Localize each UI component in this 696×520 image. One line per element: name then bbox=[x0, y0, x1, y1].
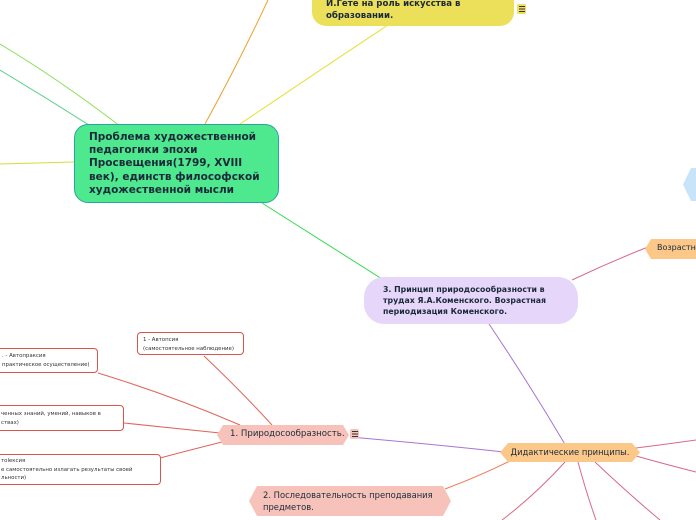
goethe-node[interactable]: И.Гете на роль искусства в образовании. bbox=[312, 0, 514, 26]
knowledge-line-1: ченных знаний, умений, навыков в bbox=[1, 411, 101, 417]
connector-nature-knowledge bbox=[123, 422, 221, 434]
central-topic-node[interactable]: Проблема художественной педагогики эпохи… bbox=[74, 124, 279, 203]
menu-icon[interactable] bbox=[517, 4, 526, 14]
connector-didactic-right2 bbox=[635, 455, 696, 473]
autopsy-line-1: 1 - Автопсия bbox=[143, 337, 179, 343]
knowledge-box[interactable]: ченных знаний, умений, навыков в ствах) bbox=[0, 405, 124, 431]
connector-didactic-down3 bbox=[594, 461, 661, 520]
nature-conformity-node[interactable]: 1. Природосообразность. bbox=[217, 425, 349, 445]
knowledge-line-2: ствах) bbox=[1, 419, 19, 426]
autopraxia-line-2: практическое осуществление) bbox=[2, 361, 90, 368]
sequence-node[interactable]: 2. Последовательность преподавания предм… bbox=[249, 486, 451, 516]
connector-didactic-right1 bbox=[635, 439, 696, 449]
connector-didactic-nature bbox=[349, 436, 505, 453]
connector-central-left-bottom bbox=[0, 161, 75, 165]
connector-nature-autolexia bbox=[159, 441, 223, 459]
age-periodization-node[interactable]: Возрастн bbox=[645, 239, 696, 259]
menu-icon[interactable] bbox=[350, 429, 359, 439]
connector-central-left-top bbox=[0, 43, 121, 127]
didactic-principles-node[interactable]: Дидактические принципы. bbox=[500, 443, 640, 462]
autolexia-line-1: тolексия bbox=[1, 458, 26, 464]
connector-central-goethe bbox=[239, 24, 389, 125]
autopraxia-box[interactable]: . - Автопраксия практическое осуществлен… bbox=[0, 348, 98, 373]
connector-comenius-age bbox=[571, 246, 649, 281]
connector-central-comenius bbox=[261, 202, 383, 280]
connector-central-left-mid bbox=[0, 69, 101, 133]
connector-nature-autopsy bbox=[203, 355, 273, 426]
comenius-node[interactable]: 3. Принцип природосообразности в трудах … bbox=[364, 277, 578, 324]
connector-didactic-down1 bbox=[501, 461, 566, 520]
autopsy-line-2: (самостоятельное наблюдение) bbox=[143, 345, 234, 352]
autopraxia-line-1: . - Автопраксия bbox=[2, 353, 46, 359]
autolexia-box[interactable]: тolексия е самостоятельно излагать резул… bbox=[0, 454, 161, 485]
autolexia-line-2: е самостоятельно излагать результаты сво… bbox=[1, 466, 133, 473]
connector-didactic-sequence bbox=[444, 459, 513, 490]
autolexia-line-3: льности) bbox=[1, 475, 27, 481]
connector-nature-autopraxia bbox=[97, 372, 241, 426]
connector-didactic-down2 bbox=[577, 461, 597, 520]
autopsy-box[interactable]: 1 - Автопсия (самостоятельное наблюдение… bbox=[137, 332, 244, 355]
connector-central-orange bbox=[204, 0, 269, 125]
connector-comenius-didactic bbox=[488, 323, 567, 447]
